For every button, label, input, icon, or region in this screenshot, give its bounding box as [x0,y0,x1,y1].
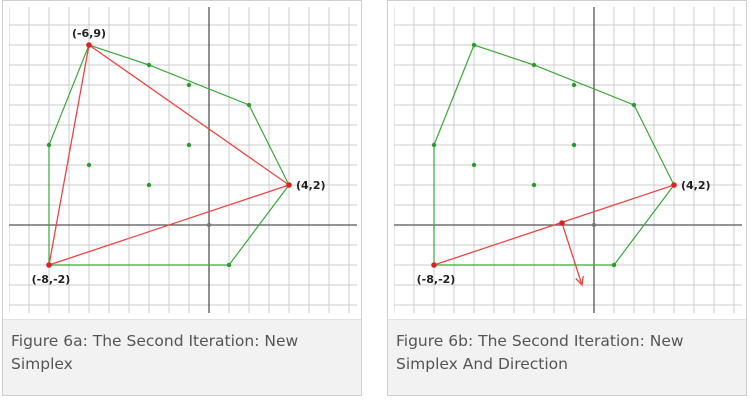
hull-vertex-point [531,62,537,68]
figure-6b: (4,2) (-8,-2) Figure 6b: The Second Itera… [387,0,747,396]
hull-polygon [48,44,290,266]
interior-point [571,82,577,88]
vertex-label: (4,2) [296,179,326,192]
interior-point [531,182,537,188]
origin-point [591,222,597,228]
simplex-vertex [671,182,677,188]
interior-point [186,142,192,148]
simplex-vertex [286,182,292,188]
simplex-vertex [46,262,52,268]
interior-point [146,182,152,188]
figure-6b-caption: Figure 6b: The Second Iteration: New Sim… [388,319,746,395]
vertex-label: (4,2) [681,179,711,192]
simplex-triangle [48,43,291,266]
simplex-vertex [431,262,437,268]
hull-vertex-point [46,142,52,148]
vertex-label: (-8,-2) [417,273,456,286]
hull-vertex-point [431,142,437,148]
simplex-segment [433,184,675,266]
interior-point [86,162,92,168]
figure-6b-diagram: (4,2) (-8,-2) [393,7,742,313]
hull-vertex-point [226,262,232,268]
grid [393,7,742,313]
vertex-label: (-8,-2) [32,273,71,286]
hull-vertex-point [246,102,252,108]
closest-point [559,220,565,226]
hull-vertex-point [146,62,152,68]
interior-point [186,82,192,88]
hull-vertex-point [631,102,637,108]
hull-vertex-point [611,262,617,268]
grid [8,7,357,313]
origin-point [206,222,212,228]
figure-6a: (-6,9) (4,2) (-8,-2) Figure 6a: The Second… [2,0,362,396]
interior-point [471,162,477,168]
direction-arrow-head [575,276,584,287]
direction-arrow-shaft [561,222,583,286]
figure-6a-caption: Figure 6a: The Second Iteration: New Sim… [3,319,361,395]
figure-6a-plot: (-6,9) (4,2) (-8,-2) [8,7,357,313]
figure-6a-diagram: (-6,9) (4,2) (-8,-2) [8,7,357,313]
figure-6b-plot: (4,2) (-8,-2) [393,7,742,313]
hull-vertex-point [471,42,477,48]
interior-point [571,142,577,148]
vertex-label: (-6,9) [72,27,106,40]
hull-polygon [433,44,675,266]
simplex-vertex [86,42,92,48]
